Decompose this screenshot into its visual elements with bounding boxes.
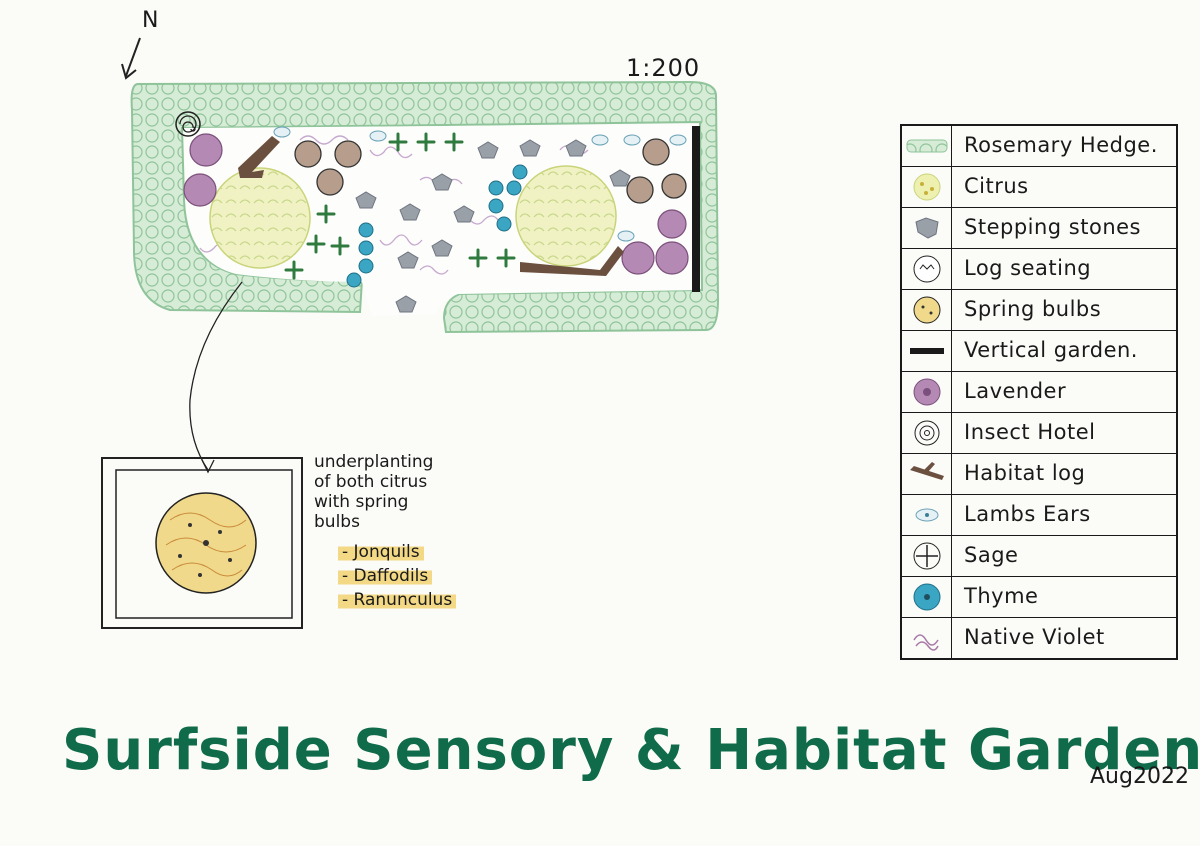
legend-row-native-violet: Native Violet: [902, 618, 1176, 659]
legend-row-habitat-log: Habitat log: [902, 454, 1176, 495]
legend-label: Vertical garden.: [964, 338, 1138, 362]
legend-row-log-seating: Log seating: [902, 249, 1176, 290]
legend-label: Stepping stones: [964, 215, 1141, 239]
legend-label: Sage: [964, 543, 1019, 567]
legend-label: Lambs Ears: [964, 502, 1091, 526]
native-violet-icon: [913, 634, 939, 651]
spring-bulbs-icon: [913, 296, 941, 324]
legend-label: Rosemary Hedge.: [964, 133, 1158, 157]
legend-row-spring-bulbs: Spring bulbs: [902, 290, 1176, 331]
habitat-log: [520, 246, 624, 276]
legend: Rosemary Hedge. Citrus Stepping stones L…: [900, 124, 1178, 660]
legend-label: Native Violet: [964, 625, 1105, 649]
sage-group: [284, 132, 516, 280]
log-seating-icon: [913, 255, 941, 283]
lavender-icon: [913, 378, 941, 406]
habitat-log: [238, 136, 280, 178]
insect-hotel-icon: [914, 420, 940, 446]
lavender-group: [183, 133, 689, 275]
legend-row-thyme: Thyme: [902, 577, 1176, 618]
note-line: underplanting: [314, 452, 434, 472]
scale-label: 1:200: [626, 54, 701, 82]
vertical-garden-icon: [910, 348, 944, 354]
citrus-icon: [913, 173, 941, 201]
legend-row-lambs-ears: Lambs Ears: [902, 495, 1176, 536]
legend-label: Lavender: [964, 379, 1067, 403]
note-line: of both citrus: [314, 472, 428, 492]
lambs-ears-group: [273, 126, 687, 242]
north-label: N: [142, 8, 159, 33]
legend-label: Log seating: [964, 256, 1092, 280]
rosemary-hedge: [130, 80, 720, 334]
stepping-stones-group: [355, 139, 631, 313]
legend-row-citrus: Citrus: [902, 167, 1176, 208]
citrus-underplanting-detail: [101, 457, 303, 629]
legend-label: Habitat log: [964, 461, 1086, 485]
stepping-stone-icon: [915, 217, 939, 239]
legend-row-rosemary-hedge: Rosemary Hedge.: [902, 126, 1176, 167]
citrus-tree: [209, 167, 311, 269]
insect-hotel-icon: [175, 111, 201, 137]
detail-leader-line: [189, 281, 243, 471]
legend-row-lavender: Lavender: [902, 372, 1176, 413]
legend-label: Citrus: [964, 174, 1029, 198]
legend-row-sage: Sage: [902, 536, 1176, 577]
bulb-item-jonquils: - Jonquils: [338, 540, 456, 564]
legend-row-stepping-stones: Stepping stones: [902, 208, 1176, 249]
sage-icon: [913, 542, 941, 570]
north-arrow-icon: [121, 37, 141, 80]
thyme-icon: [913, 583, 941, 611]
legend-row-vertical-garden: Vertical garden.: [902, 331, 1176, 372]
bulb-item-daffodils: - Daffodils: [338, 564, 456, 588]
note-line: bulbs: [314, 512, 360, 532]
habitat-log-icon: [910, 462, 944, 480]
legend-label: Thyme: [964, 584, 1039, 608]
bulb-list: - Jonquils - Daffodils - Ranunculus: [338, 540, 457, 612]
page-title: Surfside Sensory & Habitat Garden: [62, 718, 1200, 783]
legend-label: Insect Hotel: [964, 420, 1096, 444]
legend-label: Spring bulbs: [964, 297, 1102, 321]
thyme-group: [346, 164, 528, 288]
citrus-tree: [515, 165, 617, 267]
underplanting-note: underplanting of both citrus with spring…: [314, 452, 524, 532]
rosemary-hedge-icon: [906, 139, 948, 153]
legend-row-insect-hotel: Insect Hotel: [902, 413, 1176, 454]
log-seating-group: [294, 138, 687, 204]
date-label: Aug2022: [1090, 764, 1189, 789]
note-line: with spring: [314, 492, 409, 512]
vertical-garden: [692, 126, 700, 292]
lambs-ears-icon: [915, 508, 939, 522]
bulb-item-ranunculus: - Ranunculus: [338, 588, 457, 612]
